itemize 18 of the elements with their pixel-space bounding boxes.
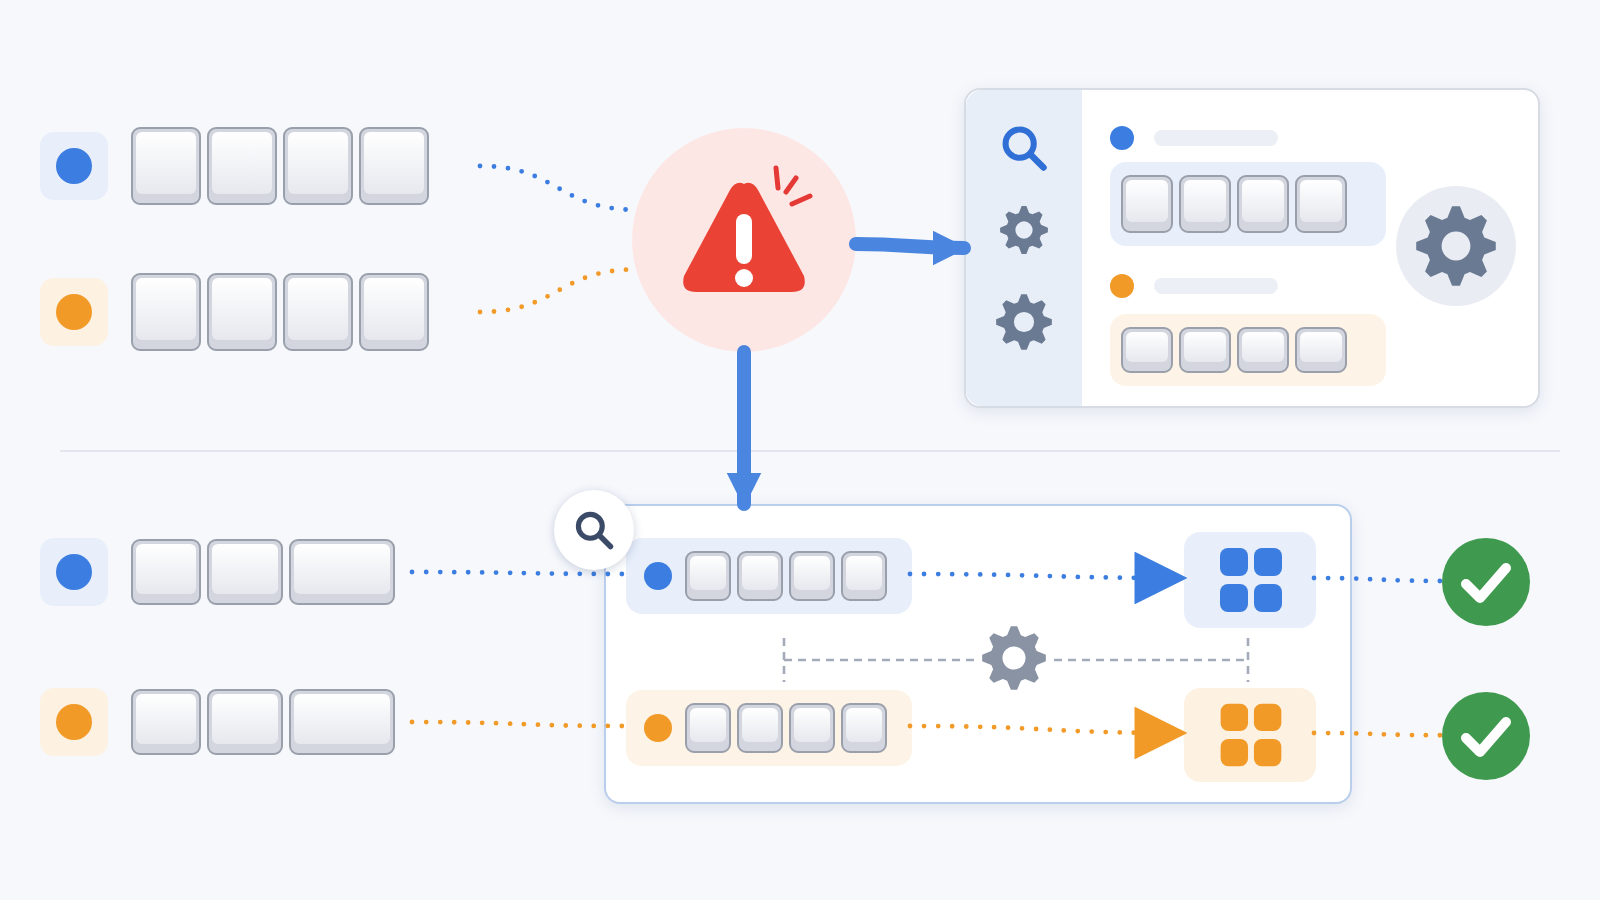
arrow <box>726 345 762 511</box>
connector-line <box>409 719 627 729</box>
connector-line <box>1311 730 1445 738</box>
connector-line <box>1311 575 1445 584</box>
app-window <box>604 504 1352 804</box>
arrow <box>848 230 971 266</box>
check-icon <box>1442 692 1530 780</box>
grid-icon <box>1184 688 1316 782</box>
check-icon <box>1442 538 1530 626</box>
key-row-drawing <box>1110 162 1386 246</box>
arrow <box>907 706 1188 760</box>
app-window <box>964 88 1540 408</box>
key-row-drawing <box>626 538 912 614</box>
connector-line <box>409 569 627 577</box>
key-row-drawing <box>1110 314 1386 386</box>
key-row-drawing <box>626 690 912 766</box>
grid-icon <box>1184 532 1316 628</box>
arrow <box>907 551 1188 605</box>
